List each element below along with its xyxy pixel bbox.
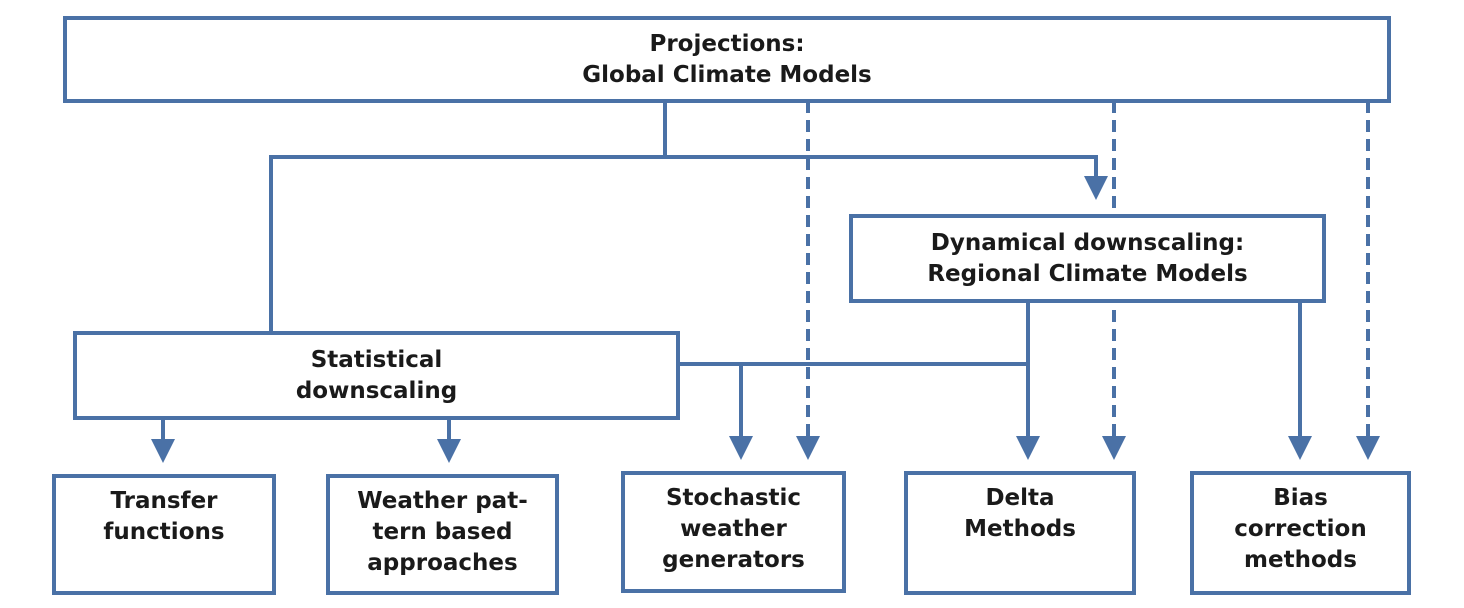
node-bias-correction-methods: Bias correction methods (1190, 471, 1411, 595)
node-label-line: Bias (1273, 485, 1328, 511)
node-label-line: Methods (964, 516, 1076, 542)
node-label-line: methods (1244, 547, 1357, 573)
node-label-line: Stochastic (665, 485, 802, 511)
node-label-line: Weather pat- (357, 488, 528, 514)
connector-gcm-to-rcm (665, 155, 1108, 200)
node-global-climate-models: Projections: Global Climate Models (63, 16, 1391, 103)
node-label-line: downscaling (295, 377, 458, 404)
node-weather-pattern-approaches: Weather pat- tern based approaches (326, 474, 559, 595)
node-regional-climate-models: Dynamical downscaling: Regional Climate … (849, 214, 1326, 303)
node-label-line: generators (662, 547, 805, 573)
node-label-line: weather (680, 516, 787, 542)
node-label-line: Global Climate Models (582, 61, 872, 88)
node-label-line: Projections: (649, 30, 805, 57)
node-transfer-functions: Transfer functions (52, 474, 276, 595)
node-label-line: Transfer (110, 488, 218, 514)
node-label-line: tern based (372, 519, 513, 545)
node-label-line: Regional Climate Models (927, 260, 1248, 287)
node-label-line: approaches (367, 550, 518, 576)
node-delta-methods: Delta Methods (904, 471, 1136, 595)
node-label-line: functions (103, 519, 225, 545)
node-label-line: Dynamical downscaling: (930, 229, 1245, 256)
connector-gcm-to-statistical (269, 155, 665, 331)
node-label-line: correction (1234, 516, 1367, 542)
node-statistical-downscaling: Statistical downscaling (73, 331, 680, 420)
node-stochastic-weather-generators: Stochastic weather generators (621, 471, 846, 593)
node-label-line: Delta (985, 485, 1055, 511)
node-label-line: Statistical (310, 346, 443, 373)
